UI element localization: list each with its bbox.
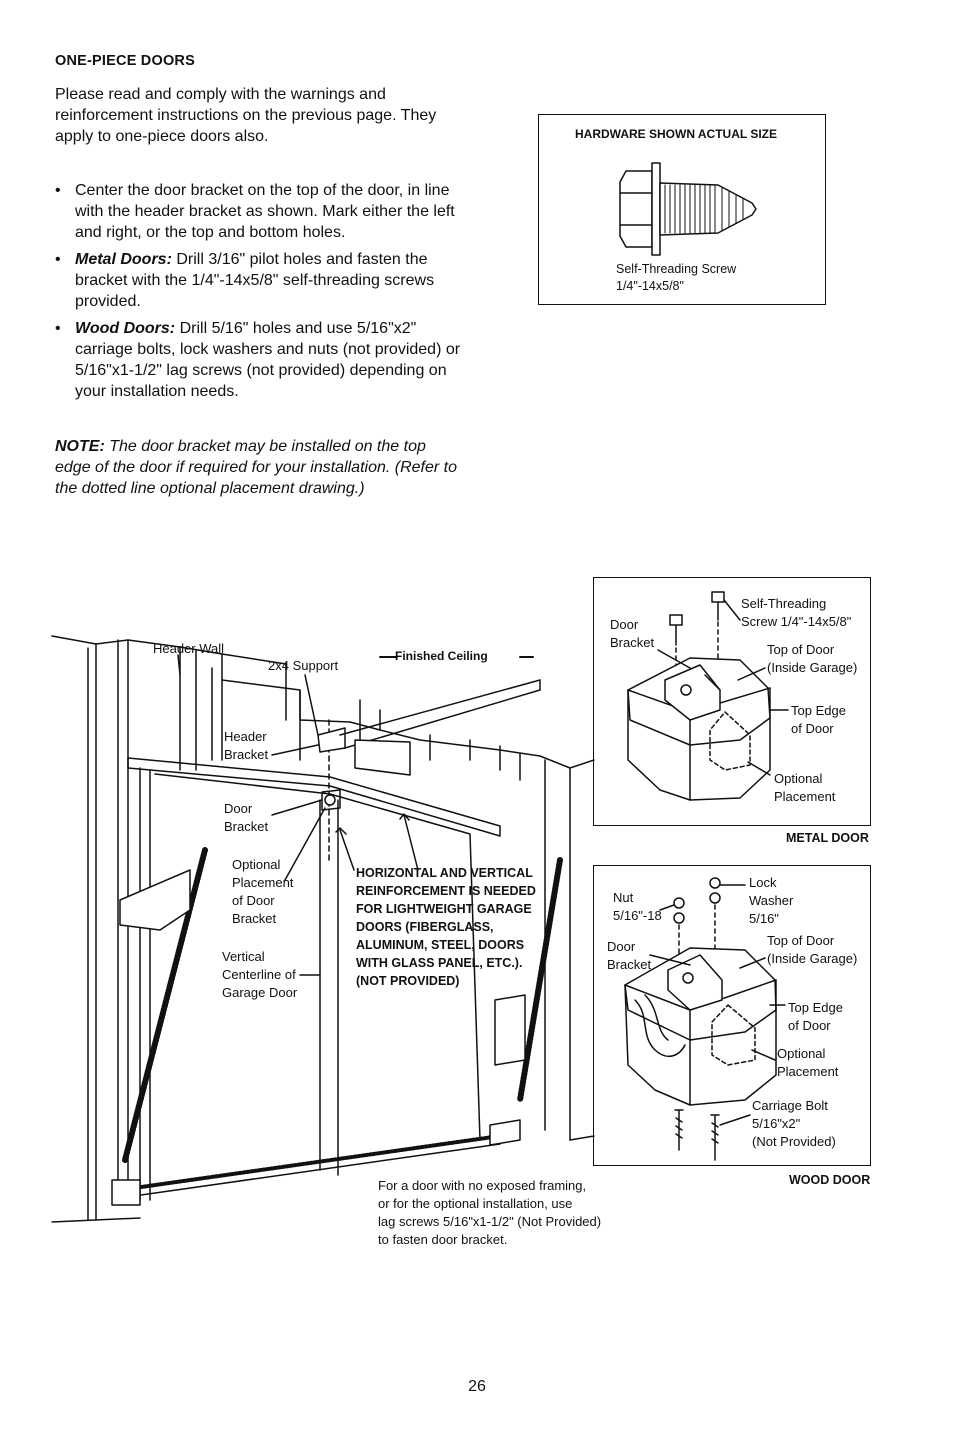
label-door-bracket: Door Bracket: [224, 801, 269, 834]
metal-label-door-bracket: Door Bracket: [610, 617, 655, 650]
metal-door-illustration: [627, 591, 789, 801]
label-header-bracket: Header Bracket: [224, 729, 269, 762]
wood-label-lock-washer: Lock Washer 5/16": [749, 875, 794, 926]
wood-label-optional: Optional Placement: [777, 1046, 839, 1079]
instruction-list: • Center the door bracket on the top of …: [55, 180, 465, 408]
label-header-wall: Header Wall: [153, 641, 225, 656]
wood-label-carriage-bolt: Carriage Bolt 5/16"x2" (Not Provided): [752, 1098, 836, 1149]
bullet-glyph: •: [55, 251, 61, 268]
hardware-title: HARDWARE SHOWN ACTUAL SIZE: [575, 127, 777, 141]
self-threading-screw-icon: [619, 162, 757, 256]
list-item: • Center the door bracket on the top of …: [55, 180, 465, 243]
intro-paragraph: Please read and comply with the warnings…: [55, 86, 437, 145]
label-optional-placement: Optional Placement of Door Bracket: [232, 857, 294, 926]
page-number: 26: [468, 1378, 486, 1395]
label-2x4-support: 2x4 Support: [268, 658, 339, 673]
note-text: The door bracket may be installed on the…: [55, 438, 457, 497]
wood-door-box: [593, 865, 871, 1166]
reinforcement-warning: HORIZONTAL AND VERTICAL REINFORCEMENT IS…: [356, 866, 536, 988]
wood-label-top-edge: Top Edge of Door: [788, 1000, 843, 1033]
bullet-glyph: •: [55, 320, 61, 337]
label-vertical-centerline: Vertical Centerline of Garage Door: [222, 949, 298, 1000]
list-item: • Wood Doors: Drill 5/16" holes and use …: [55, 318, 465, 402]
section-heading: ONE-PIECE DOORS: [55, 53, 195, 69]
note-lead: NOTE:: [55, 438, 105, 455]
metal-door-caption: METAL DOOR: [786, 831, 869, 845]
wood-label-nut: Nut 5/16"-18: [613, 890, 662, 923]
bullet-text: Drill 3/16" pilot holes and fasten the b…: [75, 251, 435, 310]
garage-diagram: [51, 635, 595, 1223]
bullet-lead: Wood Doors:: [75, 320, 176, 337]
metal-door-box: [593, 577, 871, 826]
label-finished-ceiling: Finished Ceiling: [395, 649, 488, 663]
hardware-box: [538, 114, 826, 305]
metal-label-screw: Self-Threading Screw 1/4"-14x5/8": [741, 596, 852, 629]
metal-label-optional: Optional Placement: [774, 771, 836, 804]
wood-door-illustration: [624, 877, 786, 1161]
metal-label-top-of-door: Top of Door (Inside Garage): [767, 642, 858, 675]
metal-label-top-edge: Top Edge of Door: [791, 703, 846, 736]
bullet-glyph: •: [55, 182, 61, 199]
bullet-lead: Metal Doors:: [75, 251, 172, 268]
bullet-text: Center the door bracket on the top of th…: [75, 182, 455, 241]
note-paragraph: NOTE: The door bracket may be installed …: [55, 436, 465, 499]
list-item: • Metal Doors: Drill 3/16" pilot holes a…: [55, 249, 465, 312]
bullet-text: Drill 5/16" holes and use 5/16"x2" carri…: [75, 320, 461, 400]
wood-door-caption: WOOD DOOR: [789, 1173, 871, 1187]
wood-label-top-of-door: Top of Door (Inside Garage): [767, 933, 858, 966]
hardware-caption: Self-Threading Screw 1/4"-14x5/8": [616, 262, 737, 293]
footer-note: For a door with no exposed framing, or f…: [378, 1178, 602, 1247]
wood-label-door-bracket: Door Bracket: [607, 939, 652, 972]
